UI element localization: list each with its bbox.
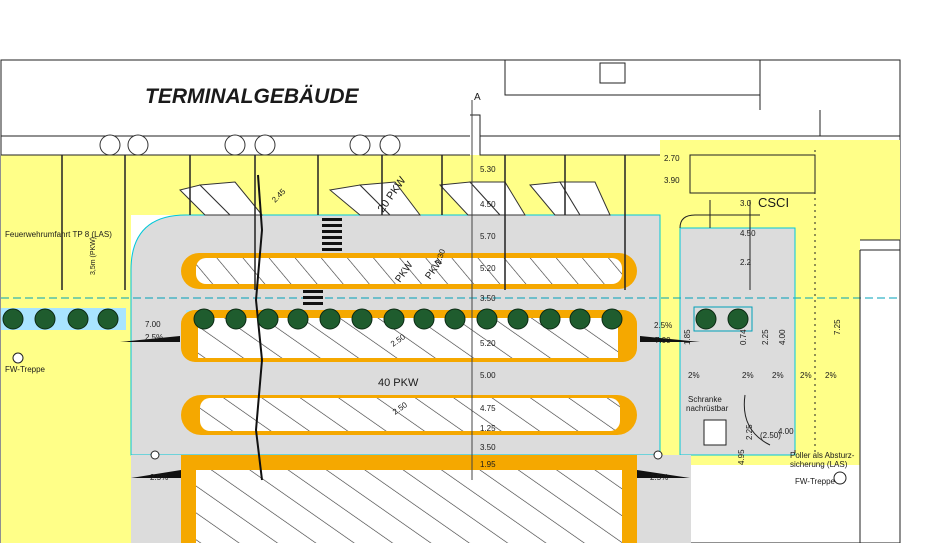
pct-4: 2% — [800, 371, 812, 380]
pct-6: 2.5% — [150, 473, 168, 482]
dim-c7: 4.75 — [480, 404, 496, 413]
grade-arrows — [120, 336, 700, 478]
dim-c1: 4.50 — [480, 200, 496, 209]
label-fw-treppe-left: FW-Treppe — [5, 365, 46, 374]
dim-c5: 5.20 — [480, 339, 496, 348]
label-fw-treppe-right: FW-Treppe — [795, 477, 836, 486]
dim-right-700: 7.00 — [655, 336, 671, 345]
pct-3: 2% — [772, 371, 784, 380]
dim-top-b: 3.90 — [664, 176, 680, 185]
dim-c8: 1.25 — [480, 424, 496, 433]
dim-csci-c: 2.2 — [740, 258, 752, 267]
parking-islands — [181, 253, 637, 543]
dim-c0: 5.30 — [480, 165, 496, 174]
pct-2: 2% — [742, 371, 754, 380]
center-dimensions: 5.30 4.50 5.70 5.20 3.50 5.20 5.00 4.75 … — [480, 165, 496, 469]
dim-left-700: 7.00 — [145, 320, 161, 329]
dim-c6: 5.00 — [480, 371, 496, 380]
dim-c3: 5.20 — [480, 264, 496, 273]
dim-h-250: (2.50) — [760, 431, 781, 440]
dim-csci-b: 4.50 — [740, 229, 756, 238]
dim-top-a: 2.70 — [664, 154, 680, 163]
fw-stair-symbols — [12, 352, 847, 485]
pct-1: 2% — [688, 371, 700, 380]
dim-h-725: 7.25 — [833, 319, 842, 335]
dim-left-pct: 2.5% — [145, 333, 163, 342]
planter-right — [693, 306, 753, 332]
dim-c2: 5.70 — [480, 232, 496, 241]
section-marker: A — [474, 92, 481, 103]
dim-h-225b: 2.25 — [745, 424, 754, 440]
right-dimensions: 2.70 3.90 3.0 4.50 2.2 1.85 0.74 2.25 4.… — [664, 154, 842, 465]
pct-5: 2% — [825, 371, 837, 380]
lamp-pairs — [99, 134, 401, 156]
dim-h-400b: 4.00 — [778, 427, 794, 436]
dim-h-225a: 2.25 — [761, 329, 770, 345]
dim-c9: 3.50 — [480, 443, 496, 452]
label-fire-lane-width: 3,5m (PKW) — [90, 237, 97, 275]
label-csci: CSCI — [758, 195, 789, 210]
dim-c4: 3.50 — [480, 294, 496, 303]
label-schranke: Schranke — [688, 395, 722, 404]
dim-h-074: 0.74 — [739, 329, 748, 345]
label-40-pkw: 40 PKW — [378, 377, 419, 389]
label-poller-2: sicherung (LAS) — [790, 460, 848, 469]
label-schranke-2: nachrüstbar — [686, 404, 729, 413]
dim-h-400a: 4.00 — [778, 329, 787, 345]
pct-7: 2.5% — [650, 473, 668, 482]
page-title: TERMINALGEBÄUDE — [145, 85, 359, 108]
utility-line — [254, 174, 264, 481]
planting-strip — [1, 308, 126, 330]
dim-right-pct: 2.5% — [654, 321, 672, 330]
dim-csci-a: 3.0 — [740, 199, 752, 208]
dim-h-495: 4.95 — [737, 449, 746, 465]
label-poller: Poller als Absturz- — [790, 451, 855, 460]
dim-c10: 1.95 — [480, 460, 496, 469]
crosswalk-marks — [303, 218, 342, 305]
trees — [2, 308, 749, 330]
parking-stalls-top — [179, 181, 611, 216]
canopy-columns — [61, 155, 626, 290]
dim-h-left: 1.85 — [683, 329, 692, 345]
label-fire-lane: Feuerwehrumfahrt TP 8 (LAS) — [5, 230, 112, 239]
